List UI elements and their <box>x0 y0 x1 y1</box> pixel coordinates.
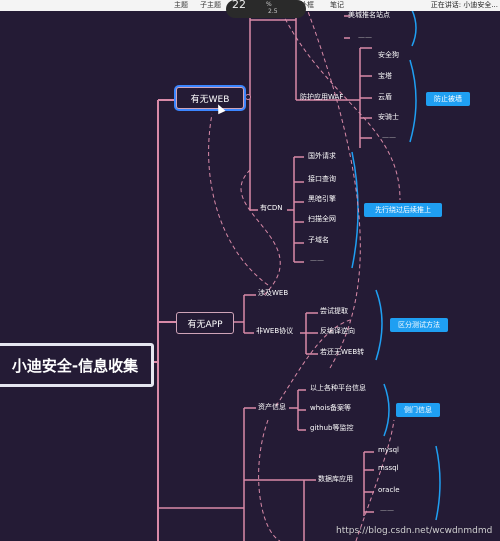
nonweb-item[interactable]: 若还无WEB转 <box>320 348 365 356</box>
toolbar-notes-button[interactable]: 笔记 <box>330 1 344 9</box>
toolbar-boundary-button[interactable]: 外框 <box>300 1 314 9</box>
nonweb-label[interactable]: 非WEB协议 <box>256 327 294 335</box>
assets-label[interactable]: 资产信息 <box>258 403 286 411</box>
cdn-item[interactable]: 接口查询 <box>308 175 336 183</box>
tag-assets[interactable]: 侧门信息 <box>396 403 440 417</box>
web-top-item[interactable]: 美城推名站点 <box>348 11 390 19</box>
cdn-item[interactable]: 扫描全网 <box>308 215 336 223</box>
speaker-status: 正在讲话: 小迪安全... <box>430 0 498 11</box>
zoom-unit: % <box>266 1 272 8</box>
waf-label[interactable]: 防护应用WAF <box>300 93 344 101</box>
zoom-sub-value: 2.5 <box>268 8 278 15</box>
cdn-label[interactable]: 有CDN <box>260 204 283 212</box>
db-item[interactable]: oracle <box>378 486 400 494</box>
db-item[interactable]: —— <box>380 506 394 514</box>
waf-item[interactable]: 云盾 <box>378 93 392 101</box>
nonweb-item[interactable]: 反编译逆向 <box>320 327 355 335</box>
zoom-indicator[interactable]: 22 % 2.5 <box>226 0 306 18</box>
topic-app[interactable]: 有无APP <box>176 312 234 334</box>
cdn-item[interactable]: 黑暗引擎 <box>308 195 336 203</box>
cdn-item[interactable]: 子域名 <box>308 236 329 244</box>
tag-cdn[interactable]: 先行绕过后续推上 <box>364 203 442 217</box>
root-topic[interactable]: 小迪安全-信息收集 <box>0 343 154 387</box>
toolbar-subtopic-button[interactable]: 子主题 <box>200 1 221 9</box>
nonweb-item[interactable]: 尝试提取 <box>320 307 348 315</box>
waf-item[interactable]: 安骑士 <box>378 113 399 121</box>
db-item[interactable]: mysql <box>378 446 399 454</box>
toolbar-topic-button[interactable]: 主题 <box>174 1 188 9</box>
cdn-item[interactable]: 国外请求 <box>308 152 336 160</box>
assets-item[interactable]: whois备案等 <box>310 404 352 412</box>
app-web-item[interactable]: 涉及WEB <box>258 289 289 297</box>
db-item[interactable]: mssql <box>378 464 399 472</box>
assets-item[interactable]: 以上各种平台信息 <box>310 384 366 392</box>
tag-app[interactable]: 区分测试方法 <box>390 318 448 332</box>
web-top-item[interactable]: —— <box>358 33 372 41</box>
assets-item[interactable]: github等监控 <box>310 424 354 432</box>
zoom-value: 22 <box>232 0 246 11</box>
waf-item[interactable]: 宝塔 <box>378 72 392 80</box>
tag-waf[interactable]: 防止被墙 <box>426 92 470 106</box>
waf-item[interactable]: —— <box>382 133 396 141</box>
db-label[interactable]: 数据库应用 <box>318 475 353 483</box>
topic-web[interactable]: 有无WEB <box>176 87 244 109</box>
cdn-item[interactable]: —— <box>310 256 324 264</box>
waf-item[interactable]: 安全狗 <box>378 51 399 59</box>
watermark: https://blog.csdn.net/wcwdnmdmd <box>336 526 493 536</box>
